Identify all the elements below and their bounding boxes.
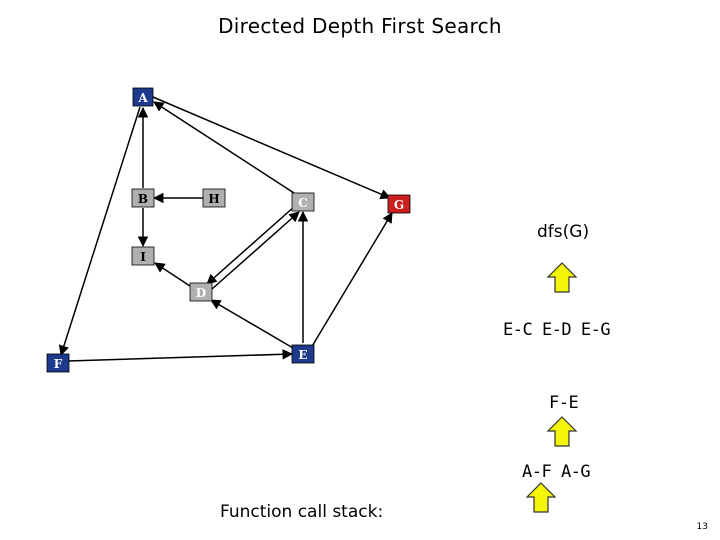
edge-c-d [206,205,296,285]
node-i-label: I [140,250,146,264]
node-b: B [131,188,155,208]
edge-c-a [153,101,295,194]
page-number: 13 [696,522,708,532]
node-g: G [387,194,411,214]
node-f: F [46,353,70,373]
node-e: E [291,344,315,364]
node-a-box [132,87,154,107]
node-g-label: G [394,198,404,212]
edge-f-e [67,349,294,362]
node-a-label: A [137,91,148,105]
node-f-label: F [54,357,63,371]
stack-up-arrow-2 [546,416,578,447]
current-call-label: dfs(G) [537,222,590,242]
edge-e-d [210,299,294,349]
node-e-box [291,344,315,364]
node-g-box [387,194,411,214]
stack-row-1: E-C E-D E-G [503,320,611,340]
node-d: D [189,282,213,302]
edge-e-g [310,212,393,349]
edge-a-f [58,106,141,357]
stack-up-arrow-1 [546,262,578,293]
node-d-box [189,282,213,302]
node-e-label: E [298,348,307,362]
node-c: C [291,192,315,212]
edge-a-g [152,96,391,200]
edge-d-c [211,211,300,290]
edge-d-i [154,262,194,289]
node-b-box [131,188,155,208]
stack-row-2: F-E [549,393,579,413]
node-c-label: C [298,196,308,210]
node-a: A [132,87,154,107]
node-i-box [131,246,155,266]
stack-up-arrow-3 [525,482,557,513]
slide-title: Directed Depth First Search [218,14,502,38]
node-h-box [202,188,226,208]
node-d-label: D [196,286,206,300]
stack-row-3: A-F A-G [522,462,591,482]
node-i: I [131,246,155,266]
node-f-box [46,353,70,373]
function-call-stack-caption: Function call stack: [220,502,384,522]
node-b-label: B [138,192,148,206]
edges [58,96,393,362]
node-c-box [291,192,315,212]
node-h-label: H [208,192,219,206]
node-h: H [202,188,226,208]
